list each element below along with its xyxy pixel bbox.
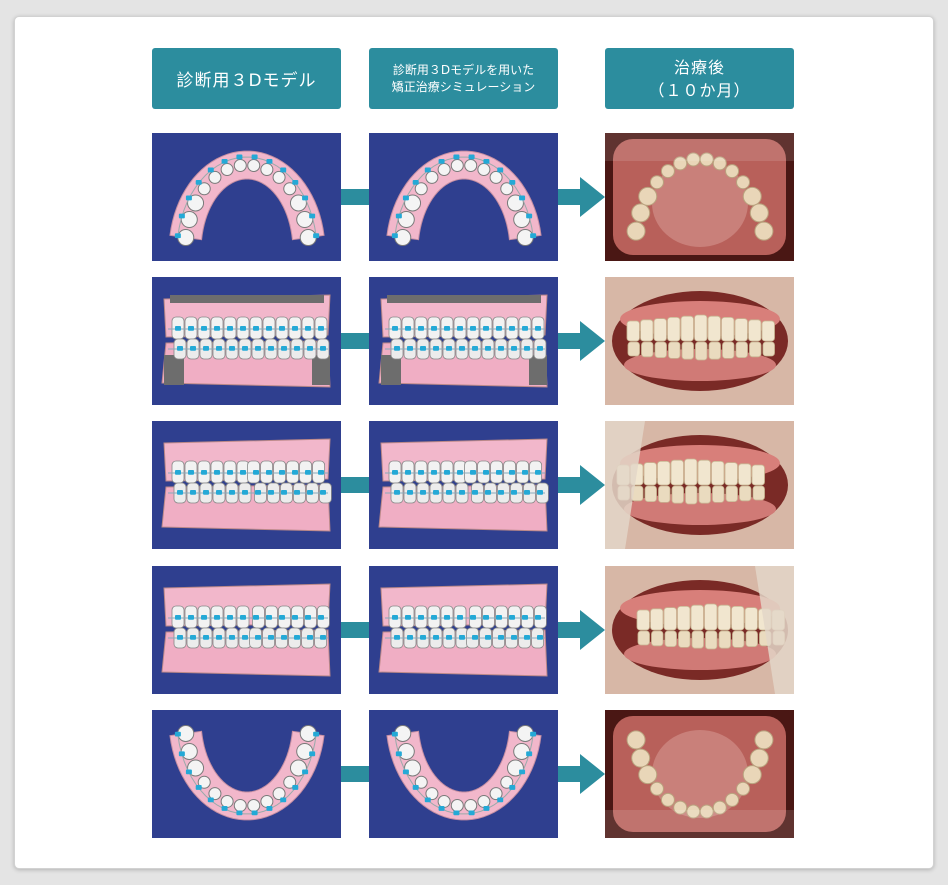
connector-bar — [341, 333, 369, 349]
photo-after-frontal — [605, 277, 794, 405]
connector-bar — [341, 189, 369, 205]
row-frontal — [0, 277, 948, 405]
model-initial-right-lateral — [152, 421, 341, 549]
row-upper-occlusal — [0, 133, 948, 261]
model-initial-upper-occlusal — [152, 133, 341, 261]
arrow-icon — [558, 177, 605, 217]
model-simulation-lower-occlusal — [369, 710, 558, 838]
photo-after-lower-occlusal — [605, 710, 794, 838]
model-simulation-upper-occlusal — [369, 133, 558, 261]
model-simulation-right-lateral — [369, 421, 558, 549]
connector-bar — [341, 766, 369, 782]
arrow-icon — [558, 465, 605, 505]
model-simulation-left-lateral — [369, 566, 558, 694]
connector-bar — [341, 477, 369, 493]
connector-bar — [341, 622, 369, 638]
header-simulation: 診断用３Dモデルを用いた 矯正治療シミュレーション — [369, 48, 558, 109]
arrow-icon — [558, 754, 605, 794]
model-initial-left-lateral — [152, 566, 341, 694]
arrow-icon — [558, 321, 605, 361]
model-initial-frontal — [152, 277, 341, 405]
model-initial-lower-occlusal — [152, 710, 341, 838]
row-left-lateral — [0, 566, 948, 694]
row-lower-occlusal — [0, 710, 948, 838]
header-after-treatment: 治療後 （１０か月） — [605, 48, 794, 109]
model-simulation-frontal — [369, 277, 558, 405]
row-right-lateral — [0, 421, 948, 549]
header-3d-model: 診断用３Dモデル — [152, 48, 341, 109]
arrow-icon — [558, 610, 605, 650]
photo-after-upper-occlusal — [605, 133, 794, 261]
photo-after-left-lateral — [605, 566, 794, 694]
photo-after-right-lateral — [605, 421, 794, 549]
